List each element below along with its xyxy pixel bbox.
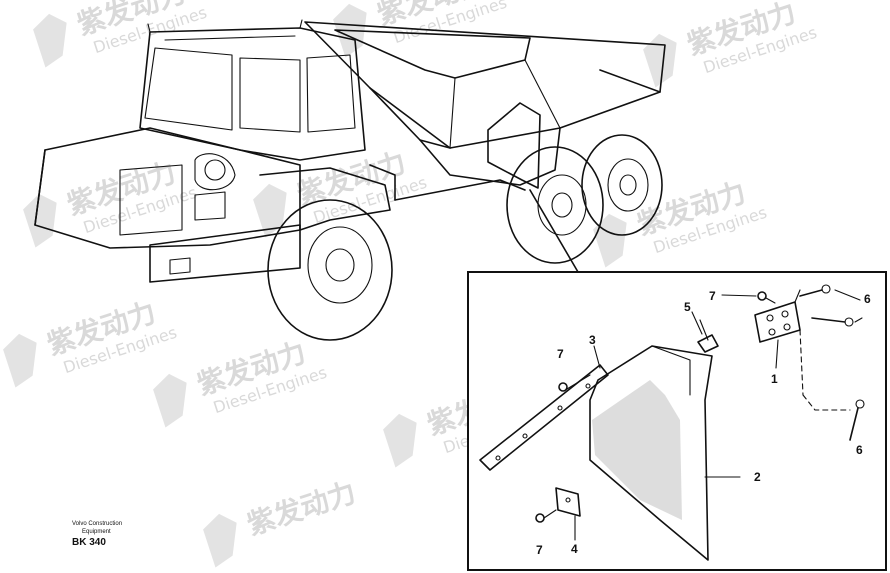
callout-7-bottom: 7	[536, 543, 543, 557]
callout-3: 3	[589, 333, 596, 347]
watermark-logo-icon	[23, 193, 57, 248]
part-nuts	[535, 291, 776, 523]
caption-company: Volvo Construction	[72, 521, 122, 527]
caption-company-line2: Equipment	[82, 529, 111, 535]
part-support-bar	[479, 364, 609, 471]
watermark-logo-icon	[3, 333, 37, 388]
leader-line-1	[775, 339, 779, 369]
rear-mudguard	[487, 102, 541, 189]
callout-5: 5	[684, 300, 691, 314]
watermark-logo-icon	[333, 3, 367, 58]
front-fender	[259, 164, 526, 231]
callout-1: 1	[771, 372, 778, 386]
watermark-brand-cn: 紫发动力	[243, 476, 360, 542]
watermark-group: 紫发动力	[203, 476, 360, 568]
callout-6-lower: 6	[856, 443, 863, 457]
callout-7-left: 7	[557, 347, 564, 361]
callout-7-top: 7	[709, 289, 716, 303]
watermark-logo-icon	[593, 213, 627, 268]
watermark-group: 紫发动力 Diesel-Engines	[153, 336, 329, 428]
watermark-logo-icon	[153, 373, 187, 428]
watermark-group: 紫发动力 Diesel-Engines	[23, 156, 199, 248]
callout-6-upper: 6	[864, 292, 871, 306]
part-bolts	[799, 284, 865, 441]
watermark-group: 紫发动力 Diesel-Engines	[3, 296, 179, 388]
part-strap	[697, 319, 719, 353]
watermark-group: 紫发动力 Diesel-Engines	[643, 0, 819, 88]
watermark-logo-icon	[253, 183, 287, 238]
watermark-logo-icon	[643, 33, 677, 88]
rear-wheel-2	[581, 134, 663, 236]
leader-line-5	[691, 311, 703, 335]
articulated-dump-truck	[34, 19, 666, 341]
watermark-logo-icon	[383, 413, 417, 468]
watermark-logo-icon	[203, 513, 237, 568]
detail-pointer-line	[529, 189, 579, 273]
part-mudflap	[589, 345, 713, 561]
callout-2: 2	[754, 470, 761, 484]
callout-4: 4	[571, 542, 578, 556]
leader-line-3	[593, 345, 601, 369]
cab	[139, 19, 366, 161]
watermark-group: 紫发动力 Diesel-Engines	[33, 0, 209, 68]
part-bracket	[754, 289, 851, 411]
exploded-view	[479, 284, 865, 561]
dump-body	[304, 21, 666, 186]
caption-block: Volvo Construction Equipment BK 340	[72, 521, 122, 548]
caption-code: BK 340	[72, 537, 106, 548]
watermark-logo-icon	[33, 13, 67, 68]
part-plate	[555, 487, 581, 517]
front-wheel	[267, 199, 393, 341]
watermark-group: 紫发动力 Diesel-Engines	[593, 176, 769, 268]
callout-labels: 1 2 3 4 5 6 6 7 7 7	[536, 289, 871, 557]
leader-line-7c	[721, 294, 757, 297]
